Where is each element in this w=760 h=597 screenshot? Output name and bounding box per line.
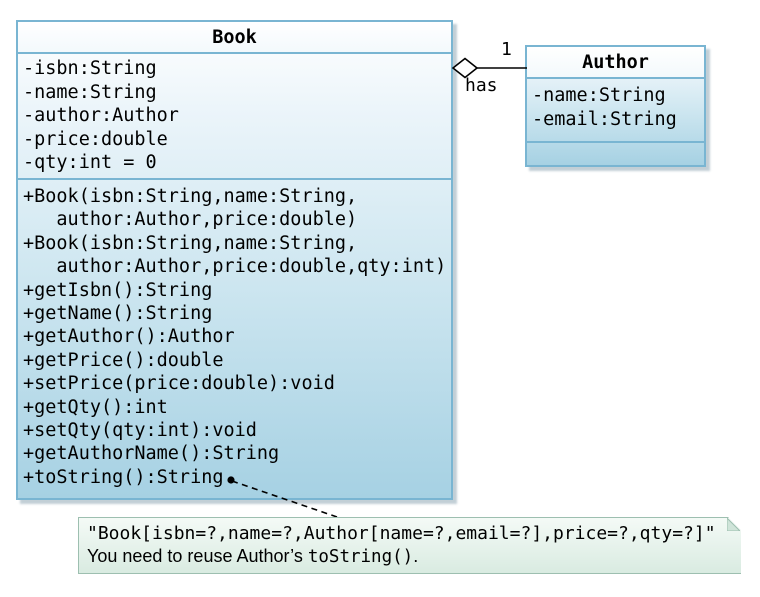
book-attribute: -name:String <box>23 81 157 103</box>
note-line2-suffix: . <box>413 546 419 566</box>
note-line2-code: toString() <box>307 547 414 567</box>
book-method: +getName():String <box>23 303 213 325</box>
author-attribute: -name:String <box>532 85 666 106</box>
uml-note: "Book[isbn=?,name=?,Author[name=?,email=… <box>78 517 741 574</box>
book-attribute: -price:double <box>23 128 168 150</box>
book-method: +getIsbn():String <box>23 279 213 301</box>
book-class: Book -isbn:String -name:String -author:A… <box>16 20 453 500</box>
author-class: Author -name:String -email:String <box>525 45 706 167</box>
note-line2-prefix: You need to reuse Author’s <box>87 546 308 566</box>
author-attribute: -email:String <box>532 108 677 130</box>
note-text-line1: "Book[isbn=?,name=?,Author[name=?,email=… <box>87 523 716 544</box>
book-method: +Book(isbn:String,name:String, <box>23 186 358 207</box>
book-method: +setPrice(price:double):void <box>23 373 335 395</box>
author-class-title: Author <box>527 47 704 79</box>
book-method: author:Author,price:double) <box>23 209 358 231</box>
note-text-line2: You need to reuse Author’s toString(). <box>87 545 733 569</box>
book-method: +toString():String <box>23 466 224 488</box>
relationship-name-label: has <box>465 75 498 96</box>
book-attributes-compartment: -isbn:String -name:String -author:Author… <box>18 54 451 180</box>
book-method: +Book(isbn:String,name:String, <box>23 232 358 254</box>
book-method: +setQty(qty:int):void <box>23 420 257 442</box>
book-class-title: Book <box>18 22 451 54</box>
author-attributes-compartment: -name:String -email:String <box>527 79 704 143</box>
book-method: +getQty():int <box>23 396 168 418</box>
book-methods-compartment: +Book(isbn:String,name:String, author:Au… <box>18 180 451 498</box>
author-methods-compartment-empty <box>527 143 704 165</box>
book-attribute: -isbn:String <box>23 58 157 79</box>
book-attribute: -author:Author <box>23 105 179 127</box>
note-fold-corner-icon <box>727 518 740 531</box>
book-method: +getPrice():double <box>23 349 224 371</box>
multiplicity-label: 1 <box>501 39 512 60</box>
book-method: author:Author,price:double,qty:int) <box>23 256 447 278</box>
book-attribute: -qty:int = 0 <box>23 152 157 174</box>
book-method: +getAuthor():Author <box>23 326 235 348</box>
book-method: +getAuthorName():String <box>23 443 280 465</box>
